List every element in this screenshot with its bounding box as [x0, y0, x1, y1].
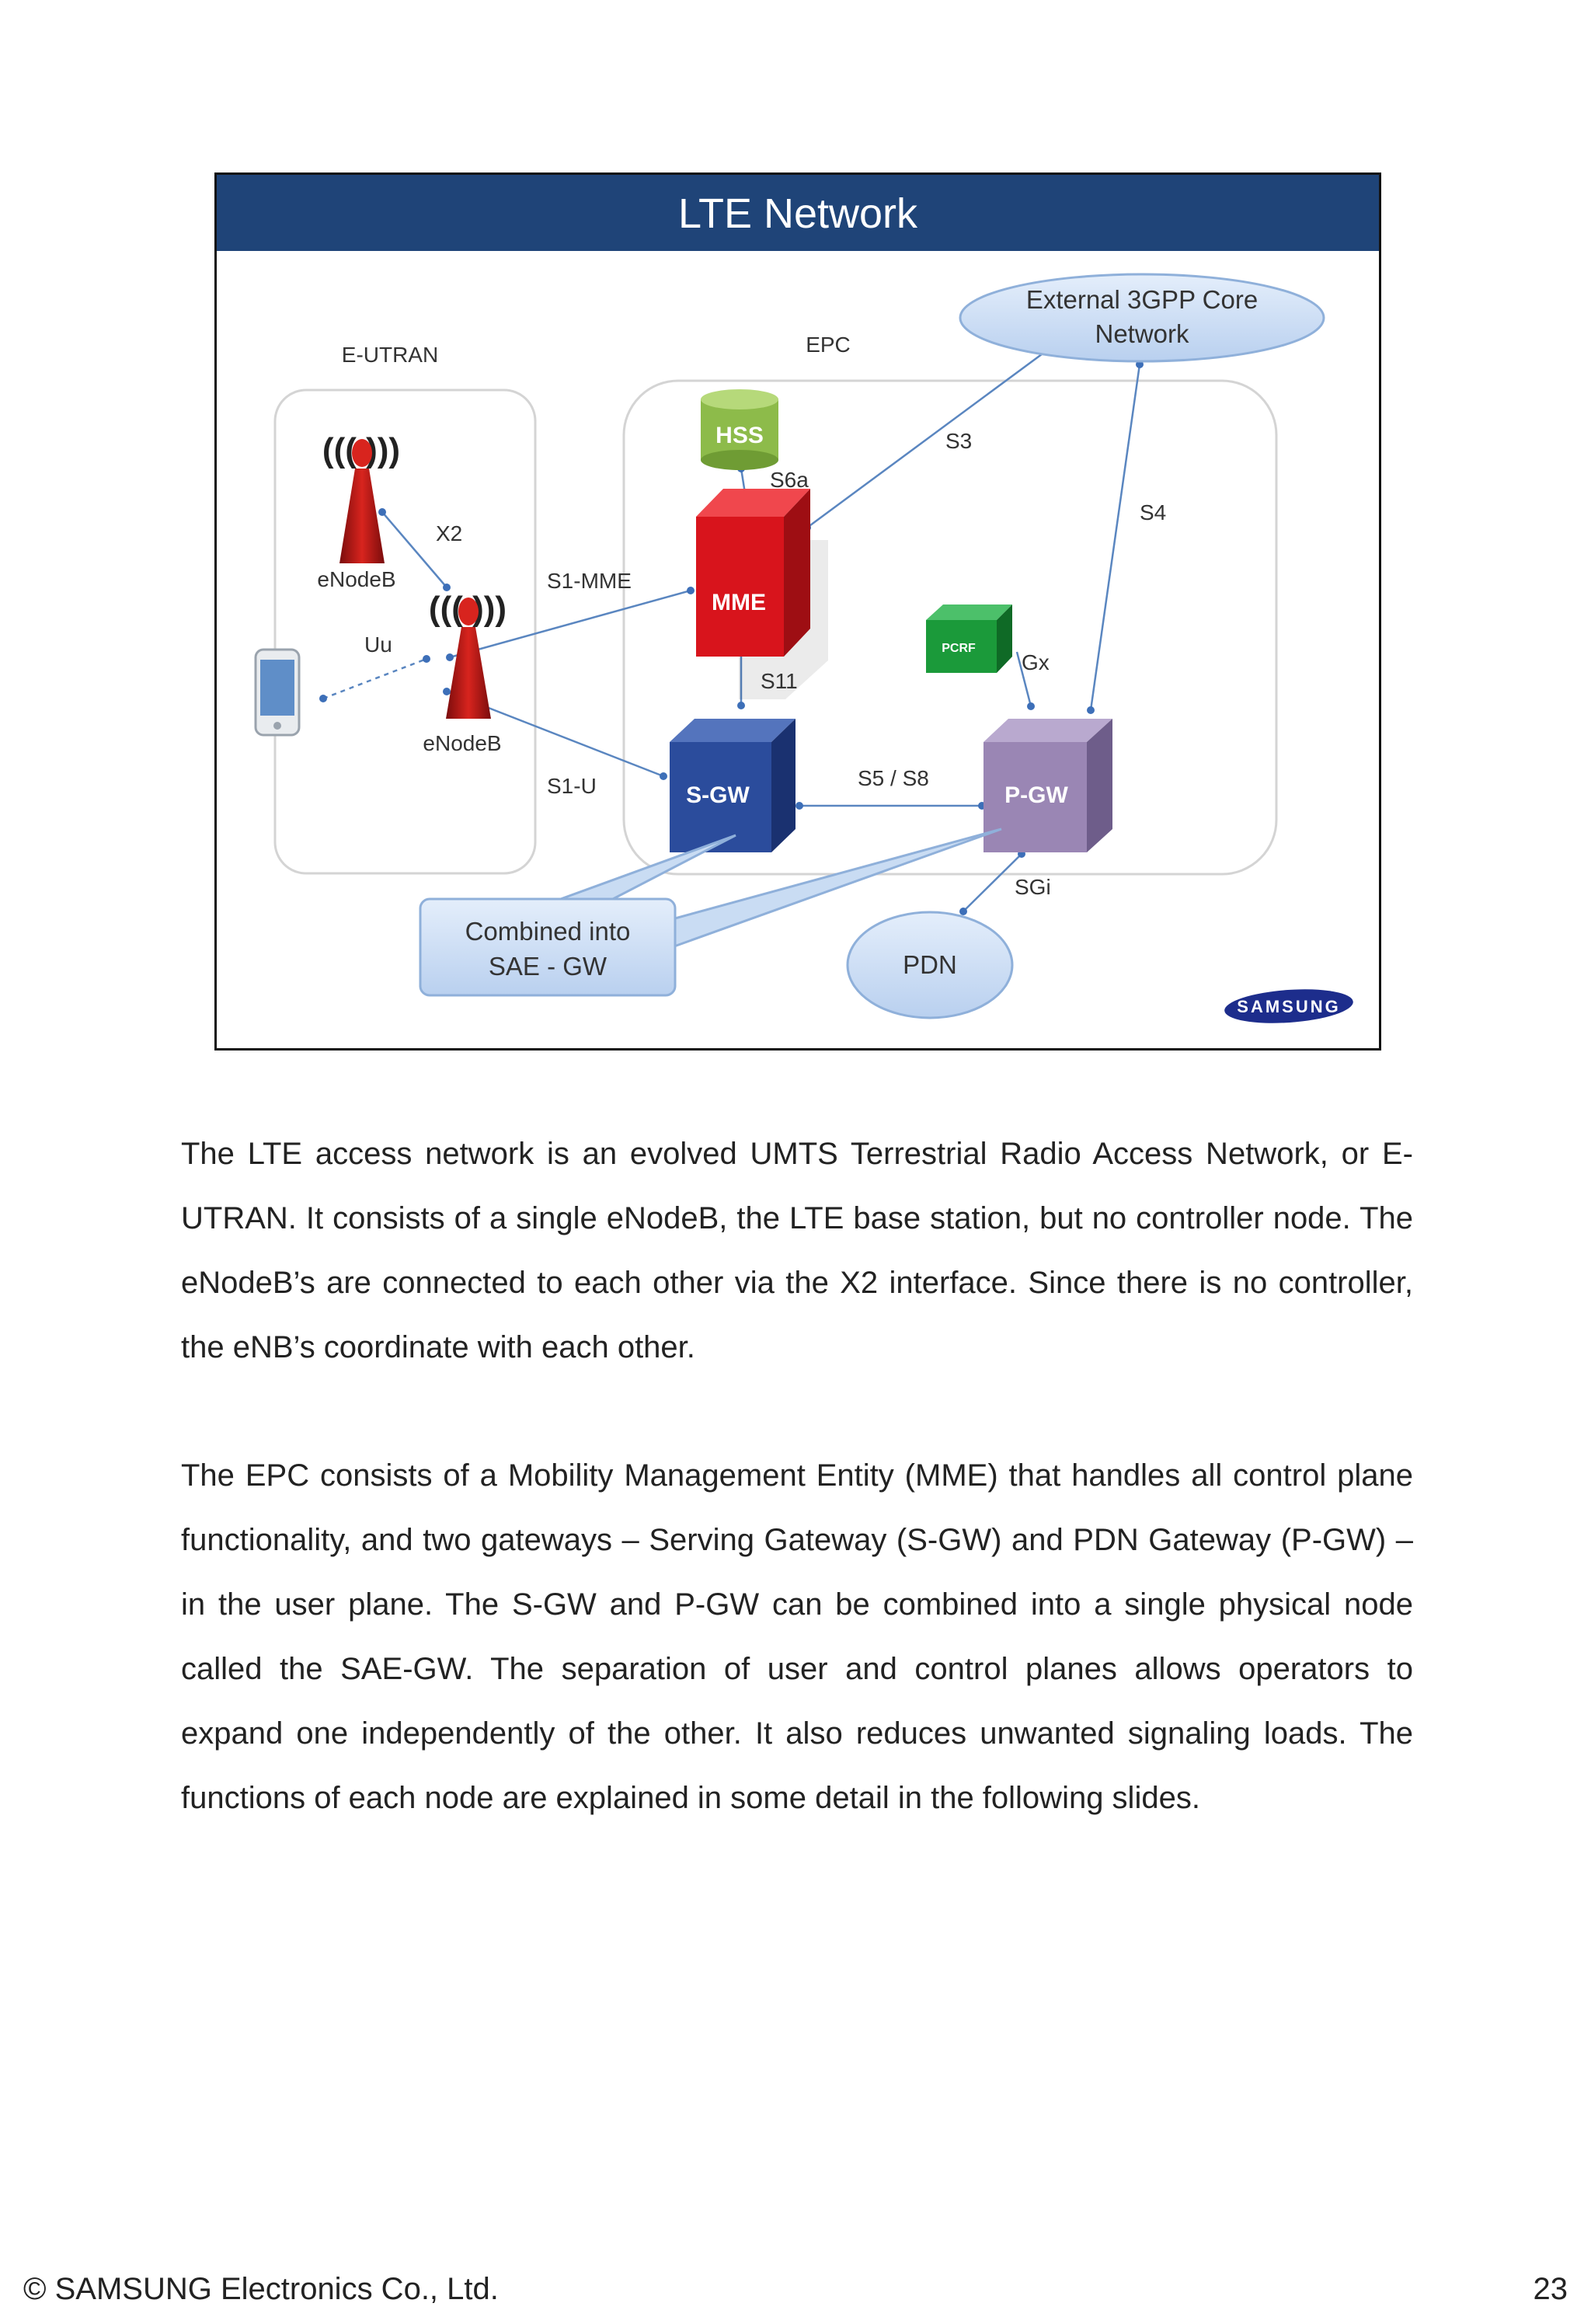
page-number: 23 [1533, 2272, 1568, 2306]
combined-label-line2: SAE - GW [489, 952, 608, 981]
pcrf-label: PCRF [942, 642, 976, 655]
hss-label: HSS [715, 423, 764, 448]
pgw-node [983, 719, 1112, 852]
s1u-interface-label: S1-U [547, 774, 597, 798]
s1mme-interface-label: S1-MME [547, 569, 632, 593]
sgw-node [670, 719, 796, 852]
gx-link [1015, 651, 1032, 707]
mme-label: MME [712, 590, 766, 615]
s3-link [806, 348, 1049, 529]
s3-interface-label: S3 [945, 429, 972, 453]
external-core-label-line2: Network [1095, 319, 1189, 348]
x2-link [381, 511, 447, 588]
external-core-label-line1: External 3GPP Core [1026, 285, 1258, 314]
eutran-label: E-UTRAN [342, 343, 438, 367]
sgi-interface-label: SGi [1015, 875, 1051, 899]
s4-interface-label: S4 [1140, 500, 1166, 524]
combined-label-line1: Combined into [465, 917, 631, 946]
mobile-phone-icon [254, 648, 301, 737]
enodeb-bottom-label: eNodeB [423, 731, 501, 755]
x2-interface-label: X2 [436, 521, 462, 545]
s6a-interface-label: S6a [770, 468, 809, 492]
eutran-region [273, 388, 537, 875]
diagram-canvas: LTE Network E-UTRAN EPC [217, 175, 1379, 1023]
epc-label: EPC [806, 333, 851, 357]
pcrf-node [926, 605, 1012, 673]
epc-region [622, 379, 1278, 876]
diagram-title: LTE Network [678, 190, 918, 237]
body-paragraph-eutran: The LTE access network is an evolved UMT… [181, 1137, 1413, 1364]
footer-copyright: © SAMSUNG Electronics Co., Ltd. [23, 2272, 499, 2306]
svg-text:SAMSUNG: SAMSUNG [1237, 997, 1340, 1016]
enodeb-top-label: eNodeB [317, 567, 395, 591]
pdn-label: PDN [903, 950, 957, 979]
connection-lines [322, 348, 1141, 912]
mme-node [696, 489, 828, 699]
s4-link [1089, 364, 1141, 711]
lte-network-diagram: LTE Network E-UTRAN EPC [214, 172, 1381, 1051]
sgi-link [963, 853, 1022, 912]
pdn-node [846, 911, 1014, 1019]
pgw-label: P-GW [1004, 782, 1068, 808]
s1mme-link [449, 589, 691, 659]
body-paragraph-epc: The EPC consists of a Mobility Managemen… [181, 1458, 1413, 1815]
gx-interface-label: Gx [1022, 650, 1050, 674]
s11-interface-label: S11 [761, 669, 798, 693]
enodeb-top-icon: ((( ))) [322, 431, 400, 563]
external-core-network-node [959, 273, 1325, 363]
combined-callout [419, 828, 1002, 997]
uu-interface-label: Uu [364, 632, 392, 657]
hss-node [701, 389, 778, 470]
sgw-label: S-GW [686, 782, 750, 808]
title-bar [217, 175, 1379, 251]
enodeb-bottom-icon: ((( ))) [429, 590, 507, 719]
samsung-logo: SAMSUNG [1224, 989, 1353, 1023]
uu-link [322, 657, 427, 700]
s5s8-interface-label: S5 / S8 [858, 766, 929, 790]
